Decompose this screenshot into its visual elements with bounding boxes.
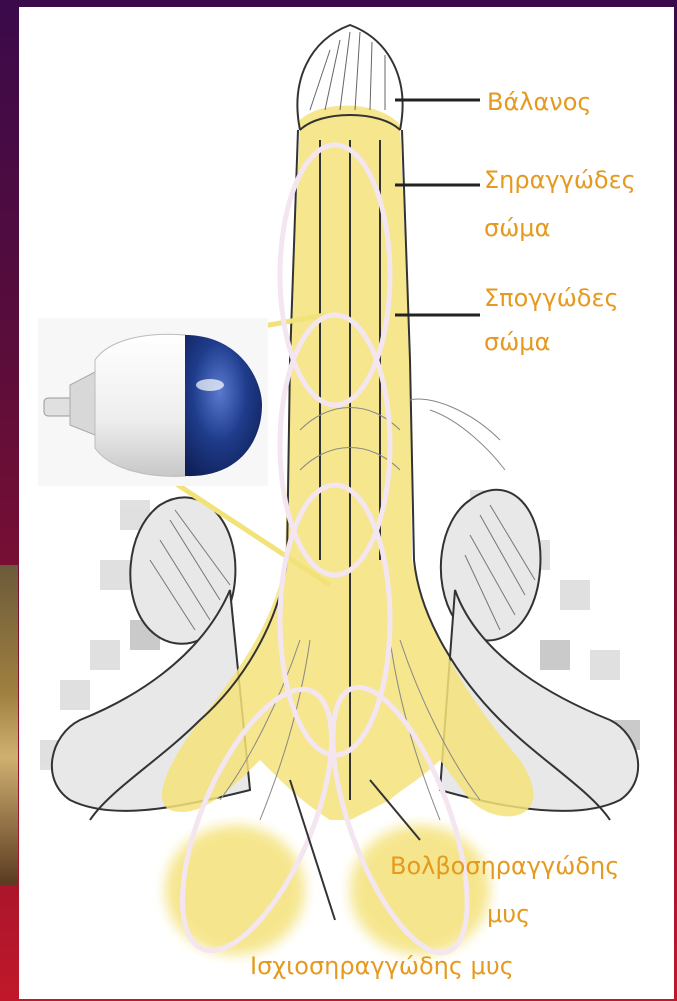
- label-corpus-spongiosum-line1: Σπογγώδες: [484, 282, 619, 314]
- label-glans: Βάλανος: [487, 86, 591, 118]
- label-corpus-cavernosum-line2: σώμα: [484, 212, 550, 244]
- label-corpus-spongiosum-line2: σώμα: [484, 326, 550, 358]
- ultrasound-probe-icon: [38, 318, 268, 486]
- label-bulbocavernosus-line1: Βολβοσηραγγώδης: [390, 850, 619, 882]
- label-bulbocavernosus-line2: μυς: [487, 898, 530, 930]
- label-corpus-cavernosum-line1: Σηραγγώδες: [484, 164, 636, 196]
- label-ischiocavernosus: Ισχιοσηραγγώδης μυς: [250, 950, 514, 982]
